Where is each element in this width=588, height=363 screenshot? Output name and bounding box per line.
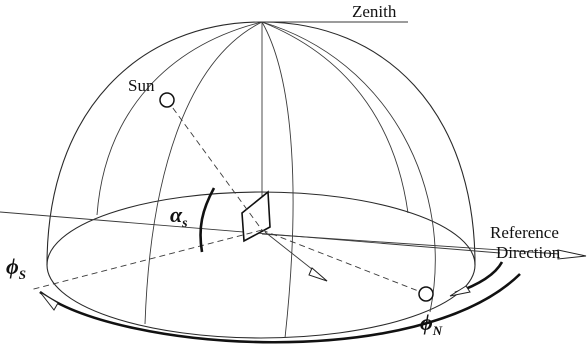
dome-meridian-back: [261, 21, 409, 214]
panel-plane: [241, 190, 271, 243]
dome-meridian-front-right: [261, 21, 294, 339]
panel-normal-arrowhead: [308, 267, 328, 282]
reference-label-line1: Reference: [490, 223, 559, 242]
sun-azimuth-arrowhead: [39, 291, 59, 311]
sun-direction-line: [166, 99, 263, 231]
north-azimuth-label: ϕN: [420, 310, 443, 338]
sun-marker: [159, 92, 175, 108]
north-azimuth-arrowhead: [449, 285, 471, 297]
dome-meridian-front: [144, 21, 263, 325]
north-marker: [418, 286, 434, 302]
sun-azimuth-arc: [39, 273, 521, 344]
altitude-angle-arc: [199, 187, 216, 253]
zenith-label: Zenith: [352, 2, 397, 21]
sun-azimuth-label: ϕS: [6, 254, 26, 282]
dome-meridian-left: [96, 21, 263, 216]
dome-meridian-right: [261, 21, 436, 313]
altitude-angle-label: αs: [170, 202, 188, 231]
reference-direction-line: [261, 233, 561, 255]
sun-azimuth-projection: [29, 229, 263, 291]
sun-label: Sun: [128, 76, 155, 95]
reference-label-line2: Direction: [496, 243, 561, 262]
reference-direction-arrowhead: [557, 249, 587, 260]
